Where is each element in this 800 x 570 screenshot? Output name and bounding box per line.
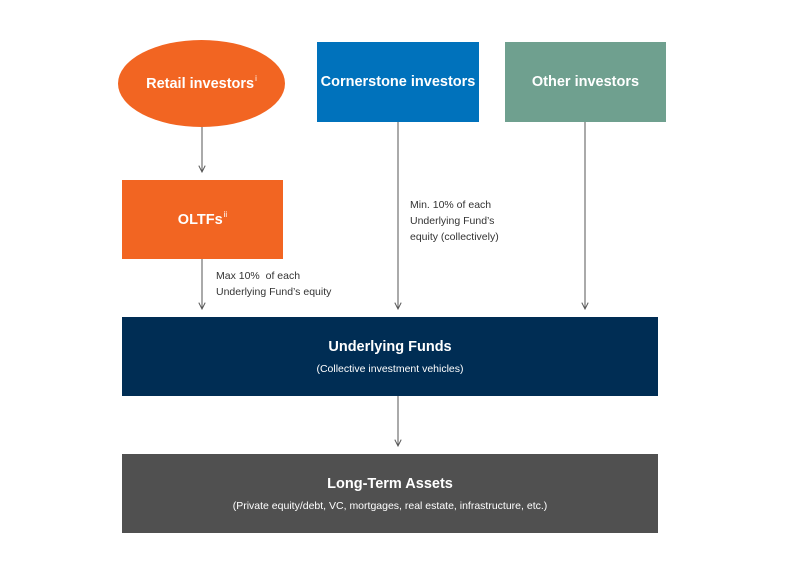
oltfs-label: OLTFs — [177, 211, 223, 228]
retail-investors-footnote: i — [255, 73, 257, 83]
long-term-assets-node: Long-Term Assets (Private equity/debt, V… — [122, 454, 658, 533]
underlying-funds-node: Underlying Funds (Collective investment … — [122, 317, 658, 396]
underlying-funds-sublabel: (Collective investment vehicles) — [316, 362, 464, 375]
cornerstone-investors-node: Cornerstone investors — [317, 42, 479, 122]
retail-investors-title: Retail investorsi — [146, 73, 257, 92]
oltf-edge-label: Max 10% of each Underlying Fund’s equity — [216, 270, 332, 298]
other-investors-node: Other investors — [505, 42, 666, 122]
oltfs-node: OLTFsii — [122, 180, 283, 259]
retail-investors-node: Retail investorsi — [118, 40, 285, 127]
long-term-assets-label: Long-Term Assets — [327, 475, 453, 492]
retail-investors-label: Retail investors — [146, 75, 255, 92]
oltfs-footnote: ii — [223, 209, 228, 219]
oltfs-title: OLTFsii — [177, 209, 228, 228]
cornerstone-investors-label: Cornerstone investors — [320, 74, 476, 90]
long-term-assets-sublabel: (Private equity/debt, VC, mortgages, rea… — [232, 499, 548, 512]
underlying-funds-label: Underlying Funds — [328, 338, 452, 355]
cornerstone-edge-label: Min. 10% of each Underlying Fund’s equit… — [410, 199, 499, 243]
other-investors-label: Other investors — [531, 74, 640, 90]
